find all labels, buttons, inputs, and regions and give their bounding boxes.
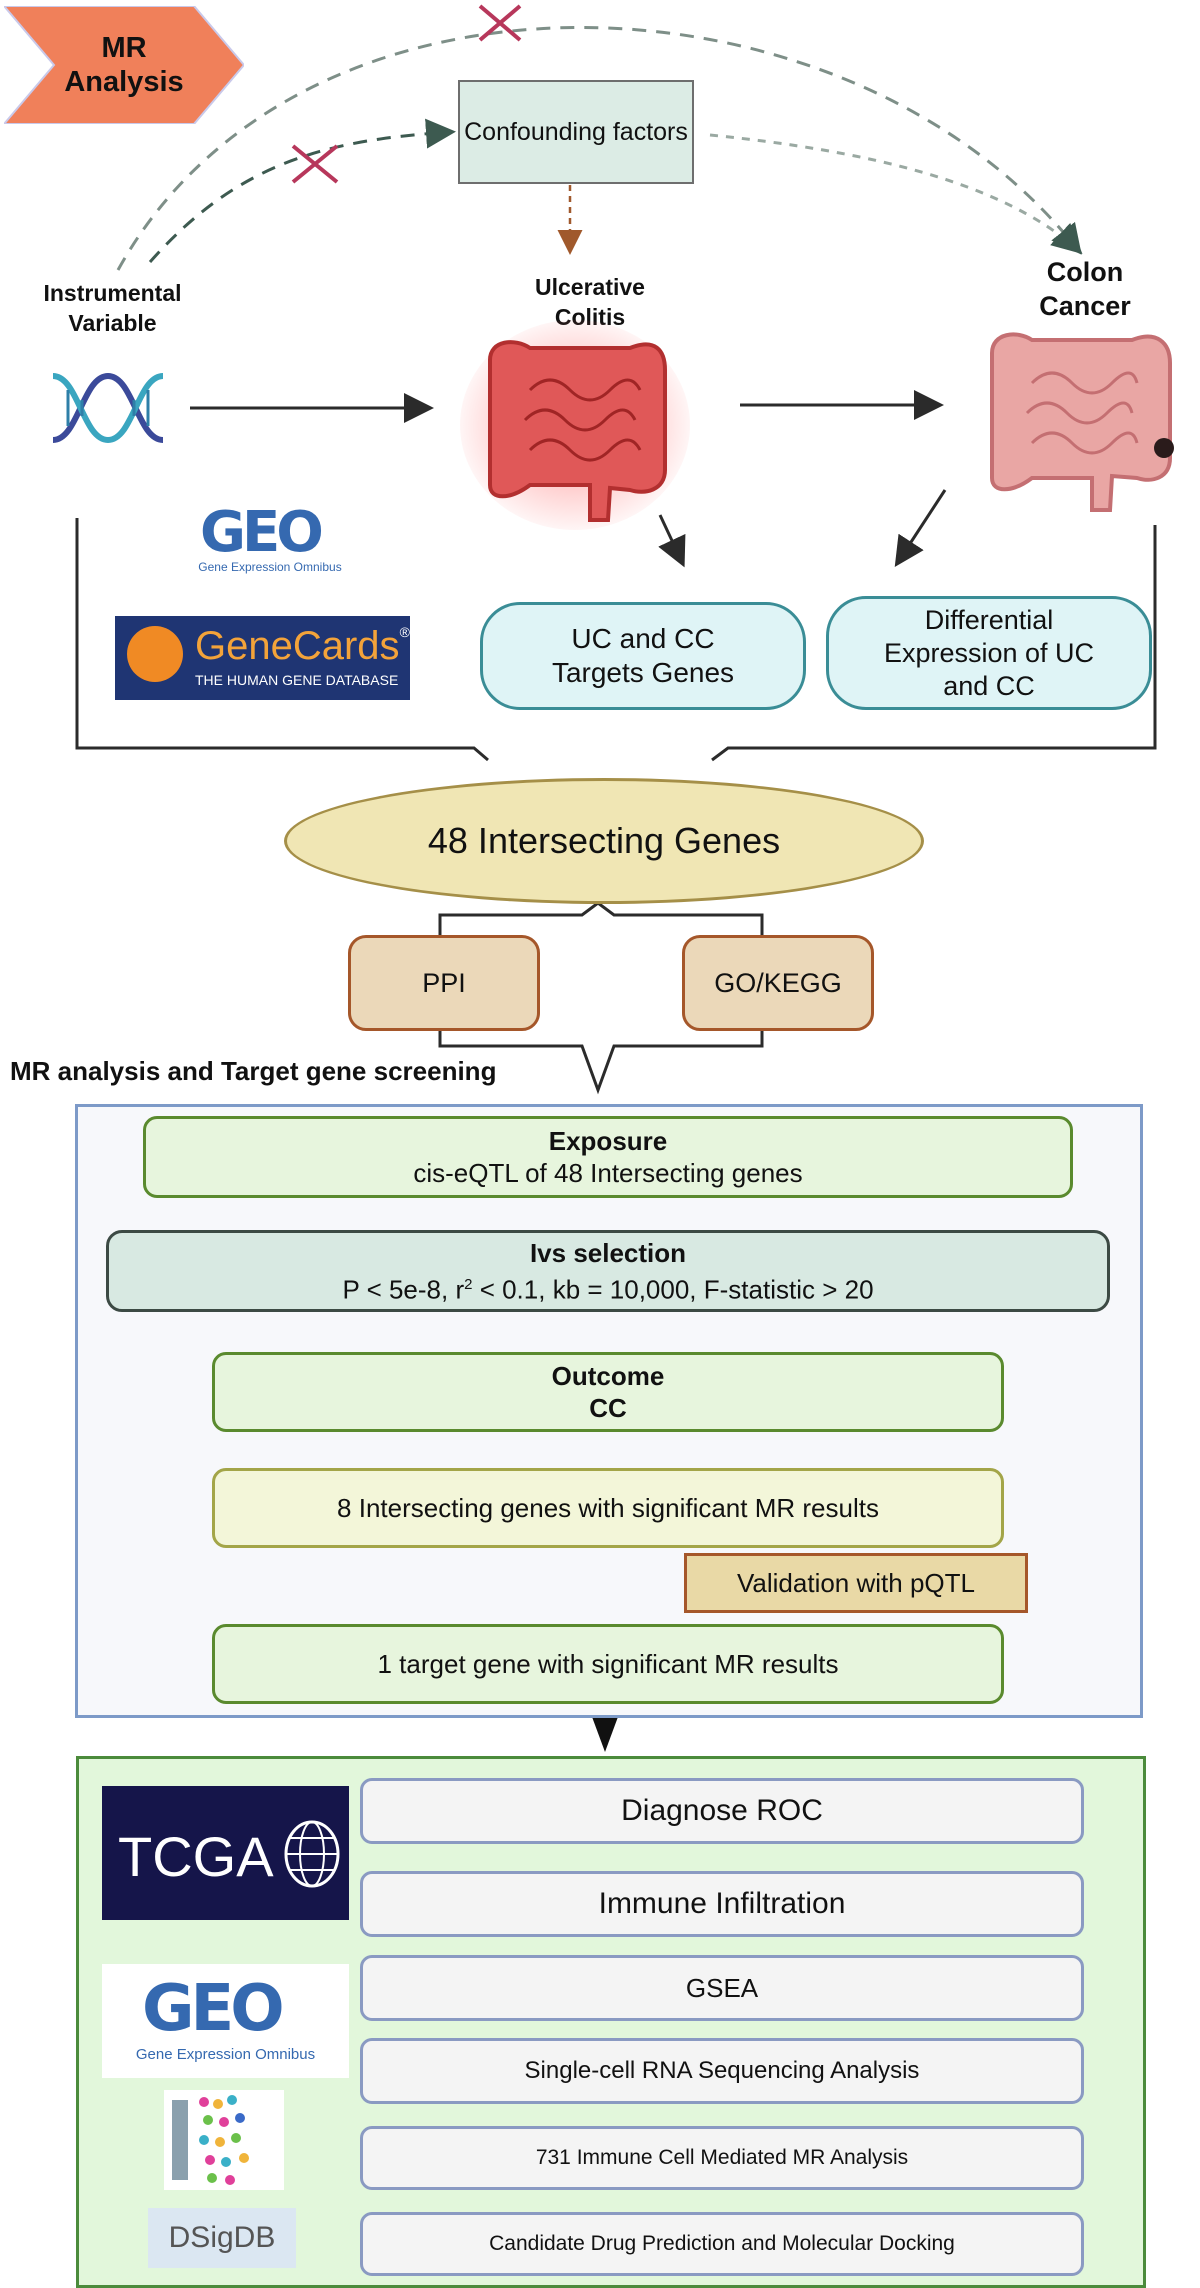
exposure-title: Exposure bbox=[548, 1126, 668, 1156]
differential-expression-box: Differential Expression of UC and CC bbox=[826, 596, 1152, 710]
intersecting-genes-label: 48 Intersecting Genes bbox=[427, 820, 781, 861]
dna-icon bbox=[52, 372, 164, 444]
exposure-box: Exposure cis-eQTL of 48 Intersecting gen… bbox=[143, 1116, 1073, 1198]
genecards-dna-icon bbox=[127, 626, 183, 682]
dsigdb-label: DSigDB bbox=[168, 2221, 276, 2254]
analysis-drug-prediction-label: Candidate Drug Prediction and Molecular … bbox=[489, 2232, 955, 2255]
genecards-logo-sub: THE HUMAN GENE DATABASE bbox=[195, 672, 399, 688]
arrow-uc-to-targets bbox=[658, 514, 686, 568]
geo-logo-top: GEO Gene Expression Omnibus bbox=[190, 500, 350, 582]
section-title: MR analysis and Target gene screening bbox=[10, 1056, 497, 1086]
badge-shape bbox=[4, 6, 244, 124]
dash-confounders-to-cc bbox=[709, 133, 1083, 255]
geo-logo-bottom-sub: Gene Expression Omnibus bbox=[135, 2046, 316, 2063]
validation-label: Validation with pQTL bbox=[737, 1567, 975, 1598]
cc-label: Colon Cancer bbox=[1039, 257, 1131, 321]
uc-cc-targets-label: UC and CC Targets Genes bbox=[551, 623, 735, 688]
outcome-box: Outcome CC bbox=[212, 1352, 1004, 1432]
outcome-title: Outcome bbox=[551, 1361, 665, 1391]
genecards-reg: ® bbox=[399, 624, 410, 640]
sig8-box: 8 Intersecting genes with significant MR… bbox=[212, 1468, 1004, 1548]
analysis-drug-prediction: Candidate Drug Prediction and Molecular … bbox=[360, 2212, 1084, 2276]
intersecting-genes-ellipse: 48 Intersecting Genes bbox=[284, 778, 924, 904]
analysis-immune-cell-mr-label: 731 Immune Cell Mediated MR Analysis bbox=[535, 2146, 909, 2169]
analysis-gsea-label: GSEA bbox=[685, 1972, 759, 2003]
cross-mark-left bbox=[291, 144, 339, 184]
analysis-single-cell-label: Single-cell RNA Sequencing Analysis bbox=[524, 2057, 920, 2084]
geo-logo-bottom: GEO Gene Expression Omnibus bbox=[102, 1964, 349, 2078]
analysis-immune-infiltration: Immune Infiltration bbox=[360, 1871, 1084, 1937]
validation-pqtl-box: Validation with pQTL bbox=[684, 1553, 1028, 1613]
outcome-sub: CC bbox=[589, 1393, 627, 1423]
ulcerative-colitis-organ-icon bbox=[460, 320, 690, 530]
ppi-box: PPI bbox=[348, 935, 540, 1031]
genecards-logo: GeneCards® THE HUMAN GENE DATABASE bbox=[115, 616, 410, 700]
ivs-sub-sup: 2 bbox=[464, 1275, 473, 1293]
go-kegg-label: GO/KEGG bbox=[714, 967, 842, 998]
dsigdb-logo: DSigDB bbox=[148, 2208, 296, 2268]
tcga-globe-icon bbox=[284, 1820, 340, 1888]
go-kegg-box: GO/KEGG bbox=[682, 935, 874, 1031]
mr-analysis-badge: MR Analysis bbox=[4, 6, 244, 124]
ivs-title: Ivs selection bbox=[529, 1237, 687, 1268]
badge-label: MR Analysis bbox=[64, 32, 184, 98]
bracket-ppi-go-bottom bbox=[438, 1022, 764, 1095]
colon-cancer-organ-icon bbox=[990, 332, 1174, 512]
tcga-logo: TCGA bbox=[102, 1786, 349, 1920]
ppi-label: PPI bbox=[422, 967, 466, 998]
sig8-label: 8 Intersecting genes with significant MR… bbox=[337, 1492, 879, 1523]
geo-logo-text: GEO bbox=[200, 500, 324, 565]
ivs-sub: P < 5e-8, r2 < 0.1, kb = 10,000, F-stati… bbox=[342, 1269, 873, 1306]
arc-iv-to-cc bbox=[116, 26, 1082, 271]
geo-logo-bottom-text: GEO bbox=[142, 1972, 285, 2046]
ivs-sub-rest: < 0.1, kb = 10,000, F-statistic > 20 bbox=[472, 1274, 874, 1305]
analysis-single-cell: Single-cell RNA Sequencing Analysis bbox=[360, 2038, 1084, 2104]
target-gene-label: 1 target gene with significant MR result… bbox=[377, 1648, 839, 1679]
analysis-diagnose-roc-label: Diagnose ROC bbox=[621, 1794, 823, 1827]
ivs-selection-box: Ivs selection P < 5e-8, r2 < 0.1, kb = 1… bbox=[106, 1230, 1110, 1312]
genecards-logo-text: GeneCards bbox=[195, 624, 400, 668]
confounding-factors-box: Confounding factors bbox=[458, 80, 694, 184]
uc-cc-targets-box: UC and CC Targets Genes bbox=[480, 602, 806, 710]
differential-expression-label: Differential Expression of UC and CC bbox=[883, 604, 1095, 701]
cross-mark-top bbox=[478, 4, 522, 42]
target-gene-box: 1 target gene with significant MR result… bbox=[212, 1624, 1004, 1704]
dsigdb-chemical-icon bbox=[164, 2090, 284, 2190]
exposure-sub: cis-eQTL of 48 Intersecting genes bbox=[413, 1158, 803, 1188]
arrow-cc-to-diff bbox=[894, 489, 947, 568]
analysis-gsea: GSEA bbox=[360, 1955, 1084, 2021]
analysis-diagnose-roc: Diagnose ROC bbox=[360, 1778, 1084, 1844]
analysis-immune-cell-mr: 731 Immune Cell Mediated MR Analysis bbox=[360, 2126, 1084, 2190]
analysis-immune-infiltration-label: Immune Infiltration bbox=[598, 1887, 846, 1920]
bracket-left bbox=[75, 518, 489, 762]
tcga-logo-text: TCGA bbox=[118, 1825, 274, 1888]
iv-label: Instrumental Variable bbox=[43, 280, 182, 336]
bracket-right bbox=[711, 525, 1157, 762]
ivs-sub-p: P < 5e-8, r bbox=[342, 1274, 465, 1305]
arc-iv-to-confounders bbox=[148, 118, 456, 263]
confounding-factors-label: Confounding factors bbox=[464, 118, 688, 146]
geo-logo-sub: Gene Expression Omnibus bbox=[198, 560, 342, 574]
